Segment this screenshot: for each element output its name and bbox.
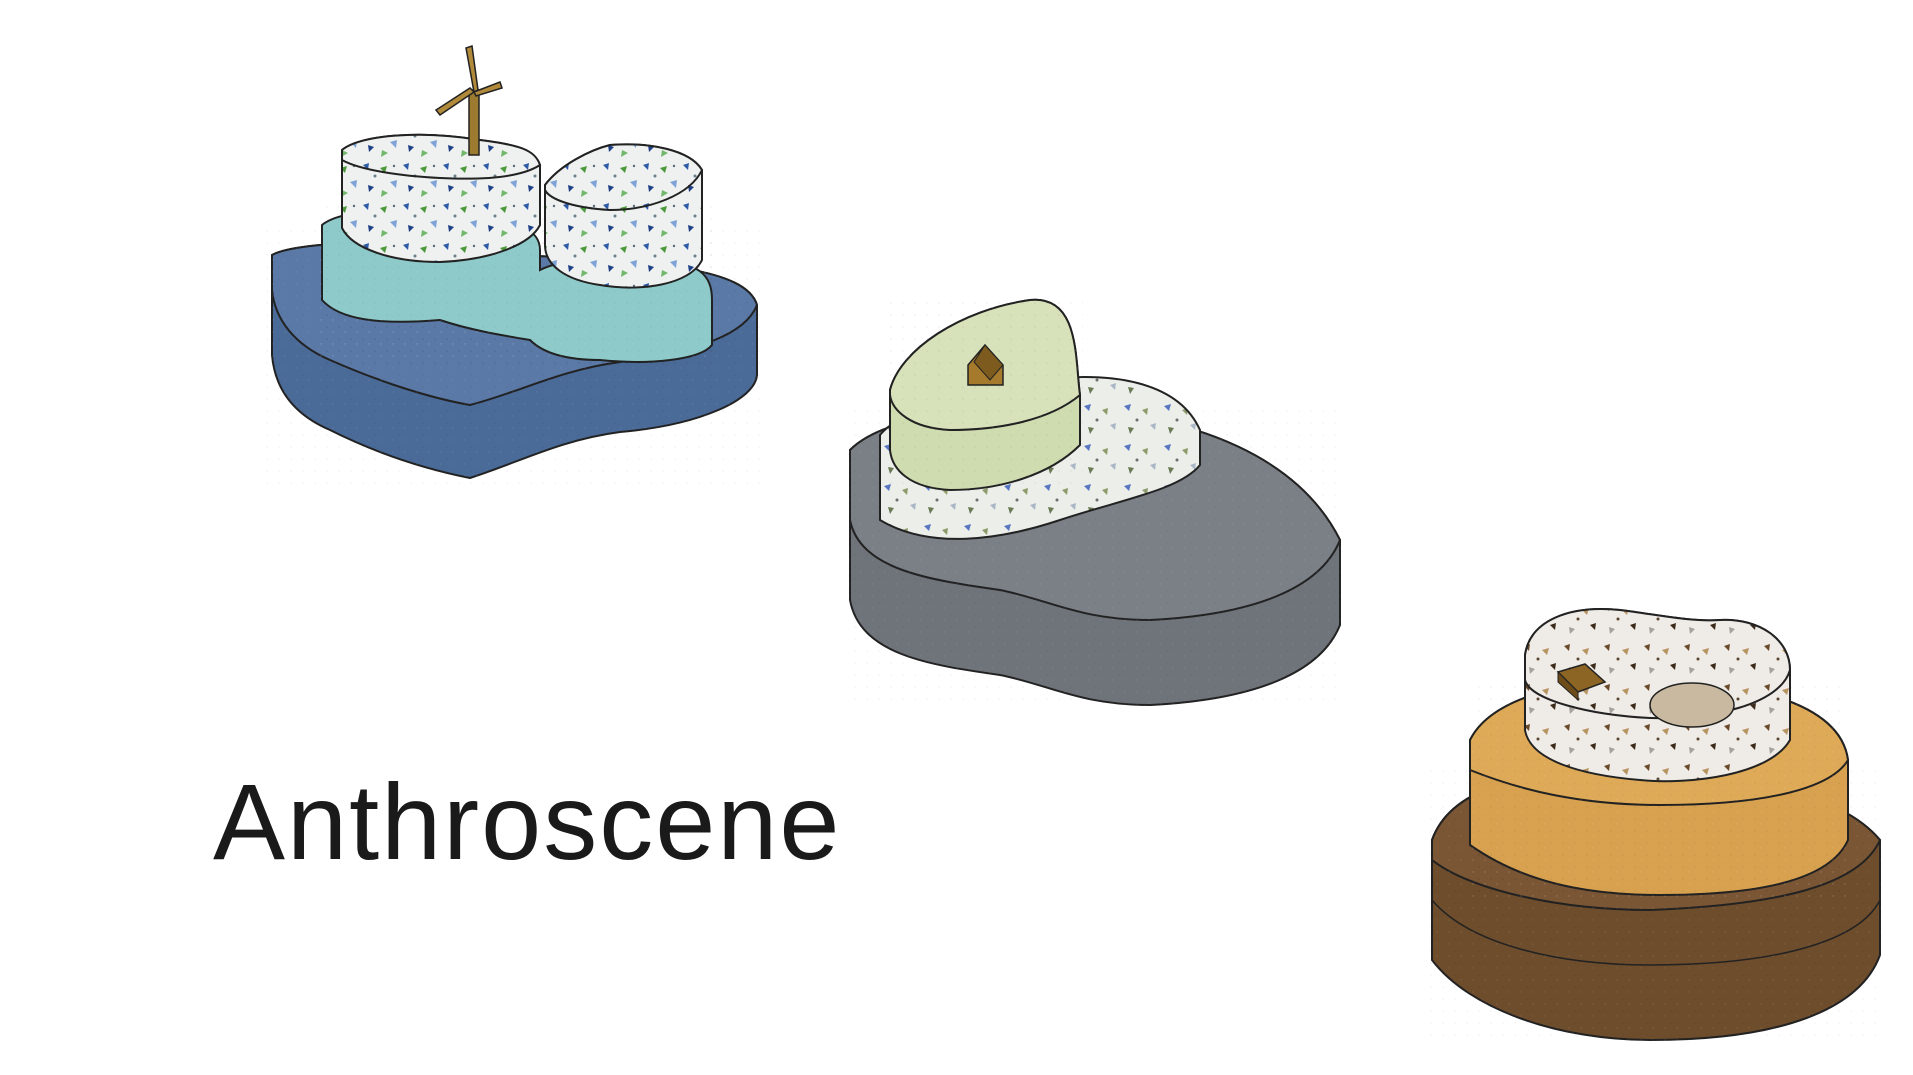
house-island-model	[845, 298, 1345, 710]
cabin-icon	[1556, 663, 1607, 702]
wind-turbine-island-model	[260, 133, 770, 490]
cabin-ring-island-model	[1430, 608, 1885, 1045]
house-icon	[967, 343, 1004, 386]
wind-turbine-icon	[434, 45, 503, 156]
page-title: Anthroscene	[213, 761, 842, 882]
